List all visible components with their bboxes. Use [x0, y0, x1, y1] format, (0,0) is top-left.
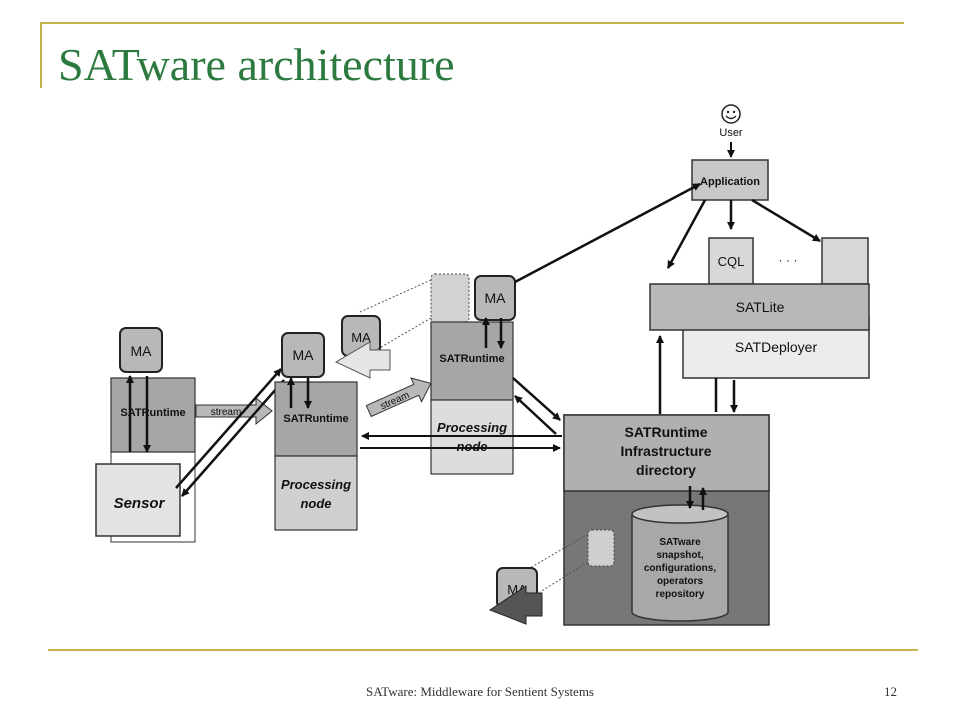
svg-text:MA: MA	[485, 290, 507, 306]
slide-title: SATware architecture	[58, 39, 455, 90]
user-label: User	[719, 127, 743, 139]
satlite-label: SATLite	[736, 299, 785, 315]
processing-node-1-label-1: Processing	[281, 477, 351, 492]
infrastructure-directory-box	[563, 414, 770, 492]
sensor-satruntime-box	[110, 377, 196, 453]
processing-node-1-box	[274, 455, 358, 531]
svg-text:MA: MA	[293, 347, 315, 363]
mobile-agent-sensor: MA	[119, 327, 163, 373]
application-box	[691, 159, 769, 201]
mobile-agent-migrating: MA	[334, 315, 391, 379]
satdeployer-label: SATDeployer	[735, 339, 818, 355]
mobile-agent-bottom: MA	[488, 567, 543, 625]
footer-text: SATware: Middleware for Sentient Systems	[366, 684, 594, 699]
stream-arrow-2: stream	[365, 377, 432, 418]
ellipsis-label: · · ·	[779, 253, 798, 267]
user-icon	[721, 104, 741, 124]
footer-rule	[48, 649, 918, 651]
title-rule-left	[40, 22, 42, 88]
sensor-satruntime-label: SATRuntime	[120, 407, 185, 419]
satlite-box	[649, 283, 870, 331]
title-rule-top	[40, 22, 904, 24]
processing-node-2-label-1: Processing	[437, 420, 507, 435]
processing-node-2-satruntime	[430, 321, 514, 401]
query-module-box	[821, 237, 869, 285]
processing-node-1-satruntime	[274, 381, 358, 457]
repo-label-line2: snapshot,	[656, 550, 703, 561]
cql-label: CQL	[718, 254, 745, 269]
infra-label-line3: directory	[636, 462, 696, 478]
agent-ghost-top	[430, 273, 470, 323]
sensor-box	[95, 463, 181, 537]
sensor-label: Sensor	[114, 495, 166, 512]
migrating-agent-ghost	[587, 529, 615, 567]
processing-node-2-label-2: node	[456, 439, 487, 454]
application-label: Application	[700, 176, 760, 188]
mobile-agent-node-1: MA	[281, 332, 325, 378]
svg-text:MA: MA	[131, 343, 153, 359]
processing-node-1-label-2: node	[300, 496, 331, 511]
processing-node-1-satruntime-label: SATRuntime	[283, 413, 348, 425]
repo-label-line1: SATware	[659, 537, 701, 548]
infra-label-line1: SATRuntime	[625, 424, 708, 440]
repo-label-line3: configurations,	[644, 563, 716, 574]
repo-label-line5: repository	[656, 589, 705, 600]
svg-text:stream: stream	[211, 407, 242, 418]
infra-label-line2: Infrastructure	[620, 443, 711, 459]
page-number: 12	[884, 684, 897, 699]
svg-text:MA: MA	[351, 330, 371, 345]
processing-node-2-satruntime-label: SATRuntime	[439, 353, 504, 365]
repo-label-line4: operators	[657, 576, 704, 587]
stream-arrow-1: stream	[195, 396, 273, 426]
cql-box	[708, 237, 754, 285]
mobile-agent-node-2: MA	[474, 275, 516, 321]
